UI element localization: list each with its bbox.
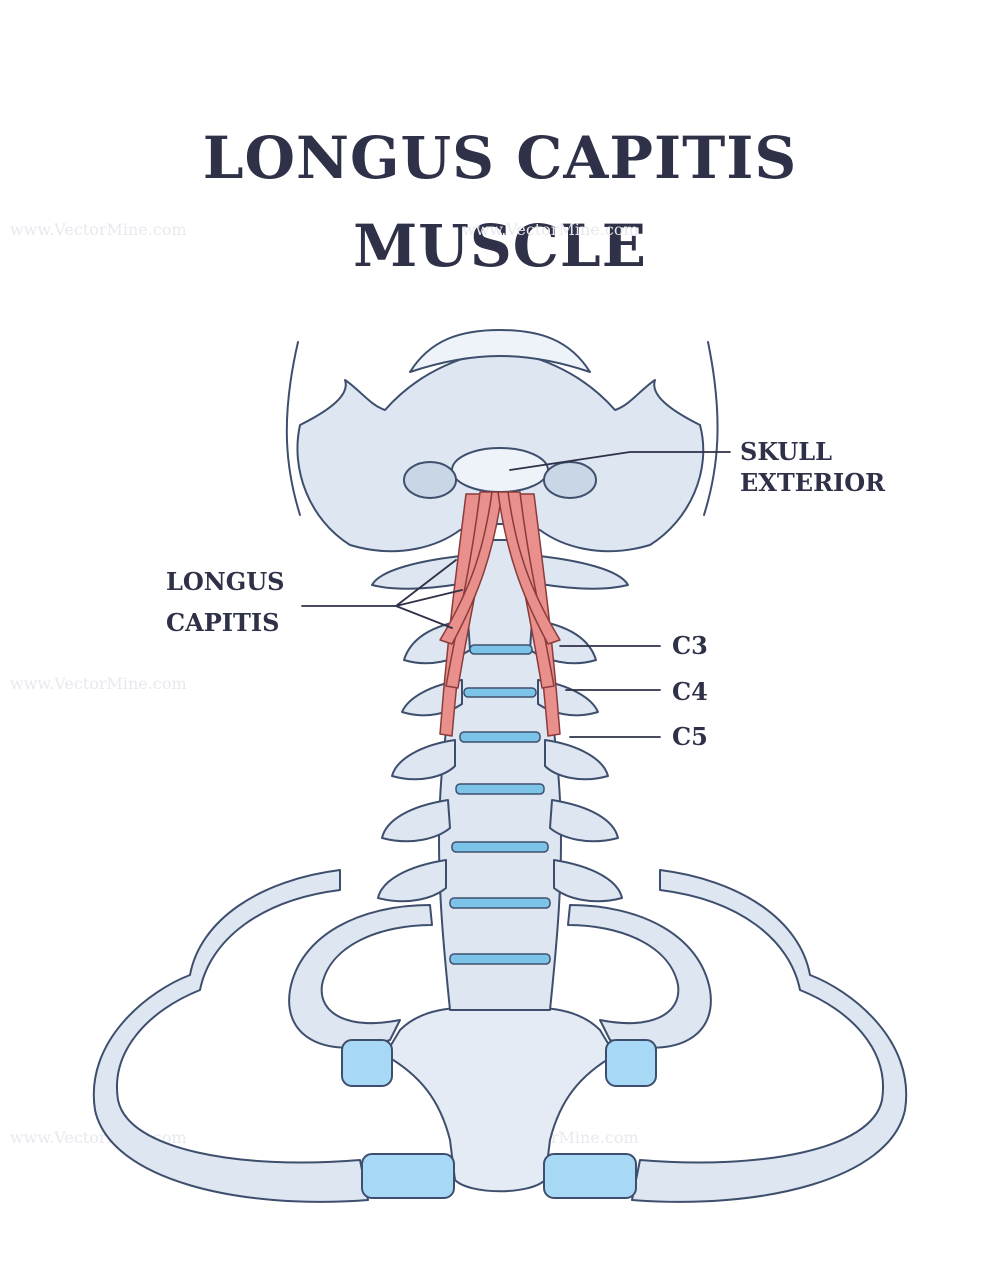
- skull-outline: [703, 341, 719, 516]
- watermark-text: www.VectorMine.com: [10, 220, 187, 239]
- rib-arch-right: [631, 869, 908, 1203]
- cartilage: [543, 1153, 637, 1199]
- foramen-magnum: [451, 447, 549, 493]
- intervertebral-discs: [449, 644, 551, 965]
- cartilage: [361, 1153, 455, 1199]
- label-longus-capitis-line-1: LONGUS: [166, 567, 285, 596]
- occipital-condyle-left: [403, 461, 457, 499]
- label-c5: C5: [672, 722, 708, 751]
- leader-lines: [301, 451, 731, 738]
- watermark-text: www.VectorMine.com: [462, 220, 639, 239]
- skull-outline: [285, 341, 301, 516]
- upper-teeth: [409, 329, 591, 373]
- cartilage: [605, 1039, 657, 1087]
- label-c3: C3: [672, 631, 708, 660]
- title-line-1: LONGUS CAPITIS: [202, 124, 798, 192]
- leader-longus-capitis: [301, 559, 463, 629]
- label-skull-exterior-line-1: SKULL: [740, 437, 833, 466]
- label-c4: C4: [672, 677, 708, 706]
- watermark-text: www.VectorMine.com: [10, 674, 187, 693]
- occipital-condyle-right: [543, 461, 597, 499]
- label-longus-capitis-line-2: CAPITIS: [166, 608, 280, 637]
- leader-skull-exterior: [509, 451, 731, 471]
- first-rib-left: [288, 904, 433, 1049]
- label-skull-exterior-line-2: EXTERIOR: [740, 468, 886, 497]
- longus-capitis-muscle-right: [497, 491, 561, 737]
- rib-arch-left: [92, 869, 369, 1203]
- title-line-2: MUSCLE: [353, 212, 647, 280]
- first-rib-right: [567, 904, 712, 1049]
- cartilage: [341, 1039, 393, 1087]
- longus-capitis-muscle-left: [439, 491, 503, 737]
